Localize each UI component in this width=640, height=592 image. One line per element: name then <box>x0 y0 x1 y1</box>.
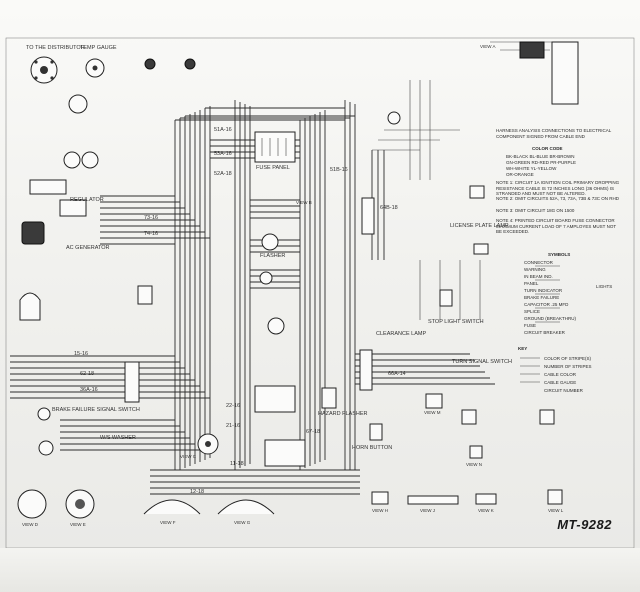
fuse-panel-label: FUSE PANEL <box>256 165 290 171</box>
view-label: VIEW F <box>160 520 176 525</box>
view-label: VIEW D <box>22 522 39 527</box>
symbol-item: WARNING <box>524 267 546 272</box>
horn-components <box>63 94 99 169</box>
lights-label: LIGHTS <box>596 284 613 289</box>
circuit-label: 62-18 <box>80 371 95 377</box>
stop-light-label: STOP LIGHT SWITCH <box>428 319 484 325</box>
color-code-row: GN-GREEN RD-RED PR-PURPLE <box>506 160 577 165</box>
lower-left-harness <box>10 355 360 495</box>
drawing-number: MT-9282 <box>557 517 612 532</box>
circuit-label: 51B-16 <box>330 167 348 173</box>
color-code-row: BK-BLACK BL-BLUE BR-BROWN <box>506 154 575 159</box>
circuit-label: 52A-18 <box>214 171 232 177</box>
wiper-label: W/S WASHER <box>100 435 136 441</box>
circuit-label: 15-16 <box>74 351 89 357</box>
flasher-component <box>259 233 285 335</box>
view-label: VIEW G <box>234 520 251 525</box>
circuit-label: 36A-16 <box>80 387 98 393</box>
view-label: VIEW E <box>70 522 86 527</box>
distributor-label: TO THE DISTRIBUTOR <box>26 45 85 51</box>
view-label: VIEW N <box>466 462 483 467</box>
symbol-item: CIRCUIT BREAKER <box>524 330 565 335</box>
circuit-label: 11-18 <box>230 461 244 467</box>
key-item: CIRCUIT NUMBER <box>544 388 583 393</box>
flasher-label: FLASHER <box>260 253 286 259</box>
sender-component <box>144 58 196 70</box>
color-code-row: WH-WHITE YL-YELLOW <box>506 166 557 171</box>
regulator-component <box>29 179 67 195</box>
hazard-flasher-label: HAZARD FLASHER <box>318 411 368 417</box>
view-label: VIEW A <box>480 44 496 49</box>
circuit-label: 53A-16 <box>214 151 232 157</box>
clearance-lamp-label: CLEARANCE LAMP <box>376 331 427 337</box>
wiper-switch <box>197 433 219 455</box>
color-code-row: OR-ORANGE <box>506 172 534 177</box>
note-1: NOTE 1: CIRCUIT 1A IGNITION COIL PRIMARY… <box>496 180 620 197</box>
view-label: VIEW K <box>478 508 494 513</box>
gauge-component <box>85 58 105 78</box>
circuit-label: 64B-18 <box>380 205 398 211</box>
view-label: VIEW B <box>296 200 312 205</box>
harness-note: HARNESS ANALYSIS CONNECTIONS TO ELECTRIC… <box>496 128 612 139</box>
distributor-component <box>30 56 58 84</box>
circuit-label: 12-18 <box>190 489 205 495</box>
generator-label: AC GENERATOR <box>66 245 110 251</box>
symbol-item: BRAKE FAILURE <box>524 295 560 300</box>
view-label: VIEW M <box>424 410 441 415</box>
fuse-panel <box>254 131 296 163</box>
left-mid-components <box>19 285 153 456</box>
circuit-label: 74-16 <box>144 231 159 237</box>
key-item: NUMBER OF STRIPES <box>544 364 592 369</box>
circuit-label: 66A-14 <box>388 371 406 377</box>
view-label: VIEW J <box>420 508 436 513</box>
symbol-item: GROUND (BREAKTHRU) <box>524 316 577 321</box>
view-label: VIEW C <box>180 454 197 459</box>
circuit-label: 51A-16 <box>214 127 232 133</box>
horn-button-label: HORN BUTTON <box>352 445 393 451</box>
key-item: CABLE GAUGE <box>544 380 577 385</box>
symbol-item: CONNECTOR <box>524 260 553 265</box>
circuit-label: 21-16 <box>226 423 241 429</box>
turn-switch-label: TURN SIGNAL SWITCH <box>452 359 512 365</box>
right-components <box>369 41 579 441</box>
main-harness-vertical <box>174 100 356 470</box>
bottom-views <box>17 445 563 519</box>
symbol-item: TURN INDICATOR <box>524 288 563 293</box>
generator-component <box>21 199 87 245</box>
license-lamp-label: LICENSE PLATE LAMP <box>450 223 509 229</box>
main-harness-horizontal <box>100 107 355 289</box>
note-3: NOTE 3: OMIT CIRCUIT 18G ON 1500 <box>496 208 575 213</box>
circuit-label: 22-16 <box>226 403 241 409</box>
page-bottom-margin <box>0 548 640 592</box>
key-item: COLOR OF STRIPE(S) <box>544 356 592 361</box>
symbol-item: CAPACITOR .25 MFD <box>524 302 569 307</box>
note-4: NOTE 4: PRINTED CIRCUIT BOARD FUSE CONNE… <box>496 218 617 235</box>
heat-gauge-label: TEMP GAUGE <box>80 45 117 51</box>
key-item: CABLE COLOR <box>544 372 577 377</box>
symbols-title: SYMBOLS <box>548 252 571 257</box>
symbol-item: IN BEAM IND. <box>524 274 553 279</box>
circuit-label: 67-18 <box>306 429 321 435</box>
note-2: NOTE 2: OMIT CIRCUITS 52A, 73, 73A, 73B … <box>496 196 619 201</box>
symbol-item: FUSE <box>524 323 537 328</box>
symbol-item: PANEL <box>524 281 539 286</box>
connector-blocks <box>254 197 375 467</box>
view-label: VIEW L <box>548 508 564 513</box>
color-code-title: COLOR CODE <box>532 146 563 151</box>
brake-switch-label: BRAKE FAILURE SIGNAL SWITCH <box>52 407 140 413</box>
symbol-item: SPLICE <box>524 309 541 314</box>
circuit-label: 73-16 <box>144 215 159 221</box>
legend-leaders <box>520 265 560 383</box>
view-label: VIEW H <box>372 508 389 513</box>
regulator-label: REGULATOR <box>70 197 104 203</box>
key-title: KEY <box>518 346 528 351</box>
